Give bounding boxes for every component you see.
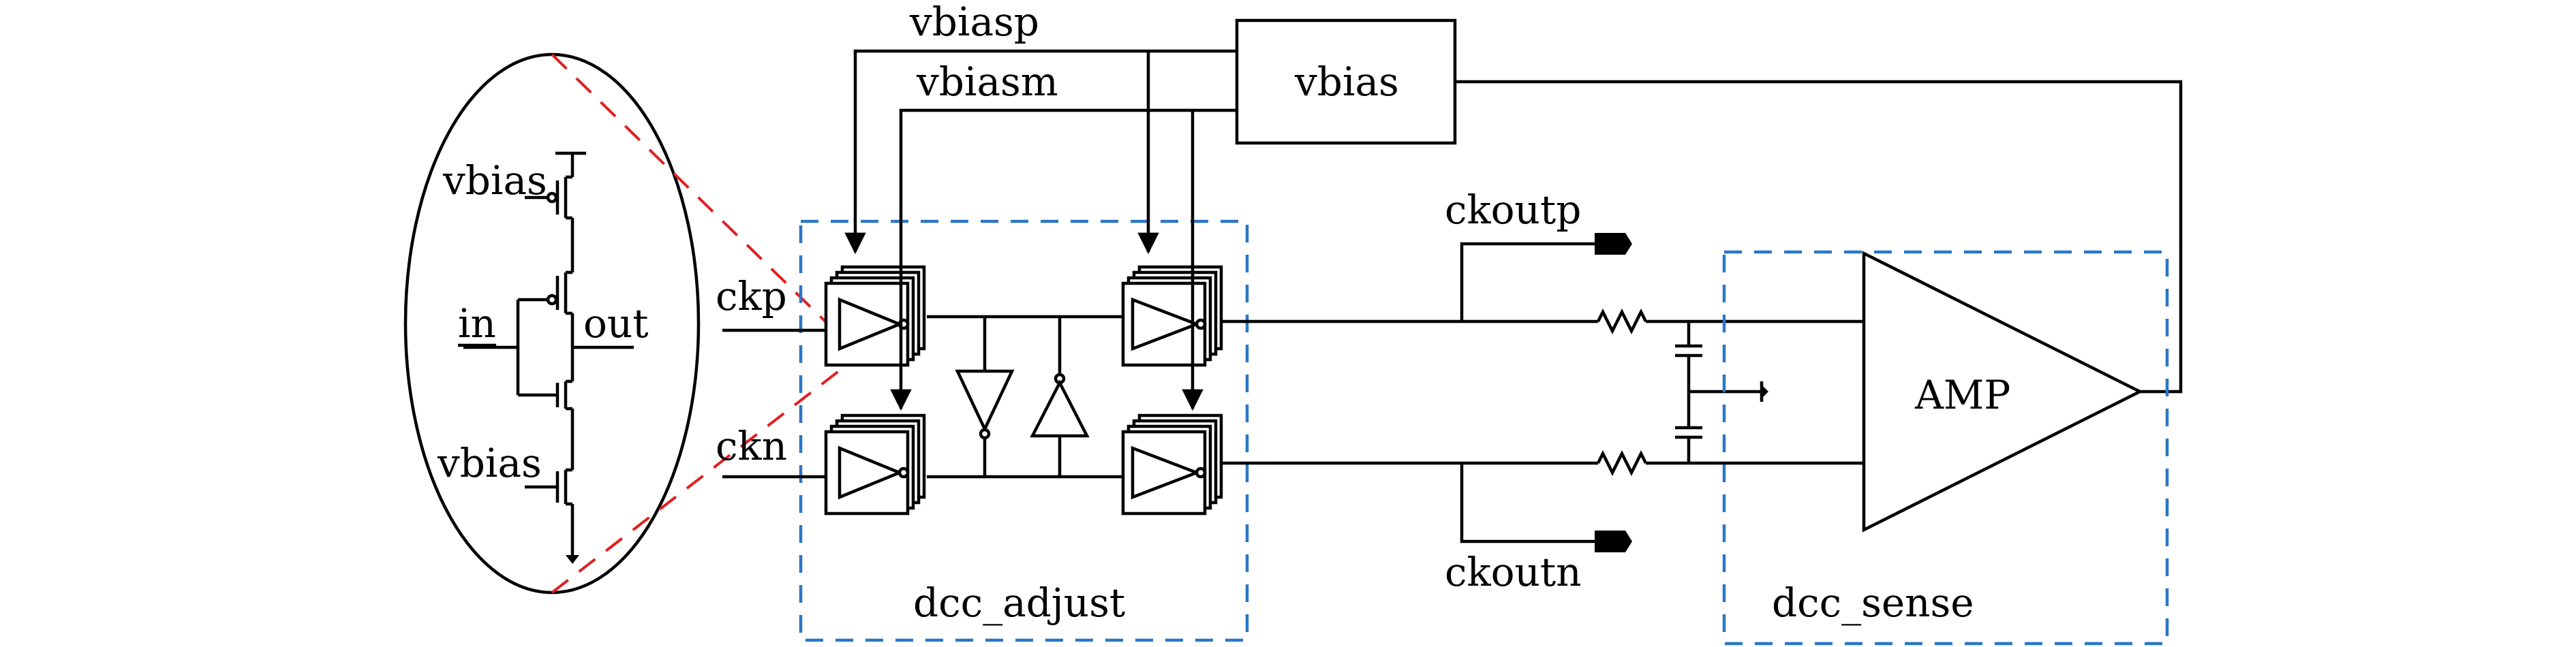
pmos-transistor-icon bbox=[525, 175, 572, 220]
ground-icon bbox=[1760, 381, 1768, 402]
vbias-block bbox=[1235, 18, 1457, 145]
capacitor-icon bbox=[1675, 426, 1702, 439]
output-port-arrow-icon bbox=[1595, 531, 1632, 552]
amp-label: AMP bbox=[1914, 372, 2010, 418]
dcc-adjust-label: dcc_adjust bbox=[913, 580, 1125, 626]
zoom-line-bottom bbox=[551, 360, 853, 594]
inset-in-label: in bbox=[458, 300, 496, 347]
output-port-arrow-icon bbox=[1595, 233, 1632, 255]
inverter-icon bbox=[955, 369, 1015, 440]
inset-out-label: out bbox=[583, 300, 649, 347]
inset-ellipse bbox=[403, 52, 701, 595]
dcc-sense-block bbox=[1722, 250, 2169, 646]
ckp-label: ckp bbox=[716, 273, 787, 319]
inset-vbias-top-label: vbias bbox=[442, 157, 547, 204]
vbias-block-label: vbias bbox=[1294, 59, 1399, 105]
inset-vbias-bottom-label: vbias bbox=[437, 440, 542, 486]
resistor-icon bbox=[1596, 449, 1648, 477]
inverter-icon bbox=[1030, 373, 1090, 438]
inverter-icon bbox=[824, 265, 926, 367]
inset-inverter-schematic: vbias in out vbias bbox=[403, 52, 701, 595]
ckn-label: ckn bbox=[716, 423, 787, 469]
ckoutn-label: ckoutn bbox=[1445, 549, 1582, 595]
ckoutp-label: ckoutp bbox=[1445, 187, 1581, 233]
capacitor-icon bbox=[1675, 344, 1702, 358]
dcc-adjust-block bbox=[799, 219, 1249, 642]
inverter-icon bbox=[1121, 413, 1223, 516]
resistor-icon bbox=[1596, 308, 1648, 335]
pmos-input-transistor-icon bbox=[518, 270, 572, 315]
amplifier-icon bbox=[1862, 251, 2144, 533]
inverter-icon bbox=[1121, 265, 1223, 367]
vbiasp-label: vbiasp bbox=[909, 0, 1039, 45]
inverter-icon bbox=[824, 413, 926, 516]
vbiasm-label: vbiasm bbox=[916, 59, 1058, 105]
ground-icon bbox=[566, 555, 579, 564]
dcc-sense-label: dcc_sense bbox=[1772, 580, 1974, 626]
nmos-input-transistor-icon bbox=[518, 379, 572, 411]
